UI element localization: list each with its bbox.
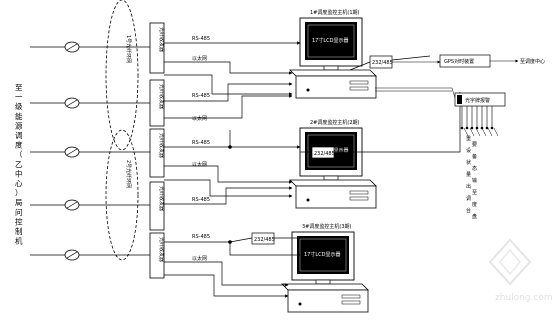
connection-line (164, 82, 293, 102)
svg-text:光纤收发器: 光纤收发器 (158, 84, 165, 109)
converter-box: 光纤收发器 (149, 79, 165, 127)
screen-label: 17寸LCD显示器 (304, 251, 341, 258)
connection-line (349, 61, 371, 71)
workstation-1: 1#调度监控主机(1期) 17寸LCD显示器 (289, 9, 377, 99)
converter-box: 光纤收发器 (149, 128, 165, 178)
link-label: 以太网 (192, 161, 207, 168)
workstation-2: 2#调度监控主机(2期)17寸LCD显示器 (289, 119, 377, 209)
svg-text:zhulong.com: zhulong.com (495, 293, 553, 303)
connection-line (164, 165, 293, 184)
connection-line (164, 186, 293, 205)
fiber-ring-2: 2号光纤环网 (105, 129, 139, 261)
remote-label: 至调度中心 (520, 58, 545, 65)
link-label: RS-485 (192, 234, 210, 240)
ring-1-label: 1号光纤环网 (125, 35, 132, 63)
workstation-3: 3#调度监控主机(3期) 17寸LCD显示器 (281, 223, 369, 313)
alarm-panel-label: 光字牌报警 (465, 97, 490, 104)
svg-text:232/485: 232/485 (254, 237, 275, 243)
alarm-panel: 光字牌报警 重要设备状态量输出至调度台盘 (375, 87, 506, 220)
connection-line (164, 94, 293, 119)
left-vertical-label: 至一级能源调度（乙中心）局问控制机 (15, 83, 23, 246)
converter-box: 光纤收发器 (149, 181, 165, 231)
svg-text:232/485: 232/485 (314, 151, 335, 157)
connection-line (334, 92, 461, 153)
svg-text:232/485: 232/485 (372, 60, 393, 66)
relay-output-ticks (460, 106, 499, 137)
connection-line (164, 261, 289, 287)
svg-text:光纤收发器: 光纤收发器 (158, 27, 165, 52)
svg-text:GPS对时装置: GPS对时装置 (444, 58, 474, 65)
rs232-box-1: 232/485 (369, 55, 393, 69)
screen-label: 17寸LCD显示器 (312, 37, 349, 44)
workstation-title: 3#调度监控主机(3期) (302, 223, 352, 230)
svg-text:光纤收发器: 光纤收发器 (158, 133, 165, 158)
link-label: 以太网 (192, 255, 207, 262)
ring-2-label: 2号光纤环网 (125, 160, 132, 188)
connection-line (164, 74, 293, 96)
connection-line (164, 179, 293, 198)
converter-box: 光纤收发器 (149, 232, 165, 279)
converter-box: 光纤收发器 (149, 22, 165, 74)
connection-line (164, 241, 301, 257)
link-label: 以太网 (192, 115, 207, 122)
connection-line (391, 55, 431, 61)
svg-text:光纤收发器: 光纤收发器 (158, 237, 165, 262)
svg-text:光纤收发器: 光纤收发器 (158, 186, 165, 211)
relay-label: 重要设备状态量输出至调度台盘 (466, 135, 477, 220)
watermark: zhulong.com (488, 238, 553, 303)
fiber-ring-1: 1号光纤环网 (105, 0, 139, 151)
workstations: 1#调度监控主机(1期)17寸LCD显示器2#调度监控主机(2期)17寸LCD显… (281, 9, 377, 313)
connection-line (229, 237, 253, 243)
left-label-text: 至一级能源调度（乙中心）局问控制机 (15, 83, 23, 246)
connection-lines: RS-485以太网RS-485以太网RS-485以太网RS-485RS-485以… (164, 36, 461, 298)
workstation-title: 2#调度监控主机(2期) (310, 119, 360, 126)
gps-box: GPS对时装置 至调度中心 (392, 54, 545, 68)
link-label: 以太网 (192, 55, 207, 62)
connection-line (164, 274, 289, 298)
workstation-title: 1#调度监控主机(1期) (310, 9, 360, 16)
rs232-box-2: 232/485 (311, 146, 335, 159)
link-label: RS-485 (192, 93, 210, 99)
fiber-lines (30, 41, 150, 261)
link-label: RS-485 (192, 197, 210, 203)
connection-line (164, 61, 293, 75)
rs232-box-3: 232/485 (251, 232, 275, 245)
link-label: RS-485 (192, 36, 210, 42)
link-label: RS-485 (192, 140, 210, 146)
